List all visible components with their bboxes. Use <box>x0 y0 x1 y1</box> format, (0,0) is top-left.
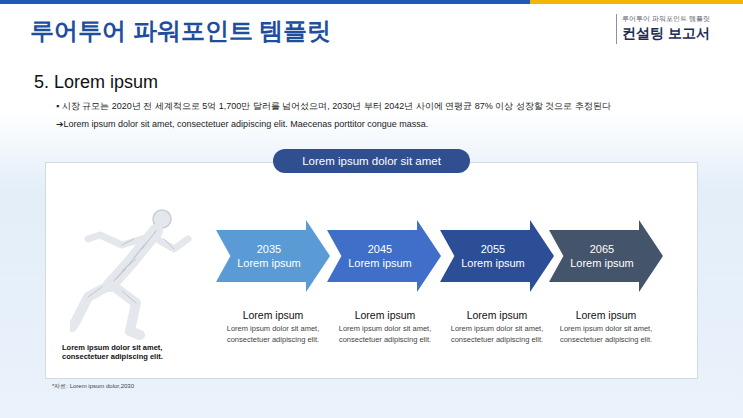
chevron-arrow: 2065Lorem ipsum <box>549 220 663 292</box>
header-small-text: 루어투어 파워포인트 템플릿 <box>622 15 737 24</box>
node-label: Lorem ipsum dolor sit amet <box>302 154 441 169</box>
node-text: 2035Lorem ipsum <box>231 242 315 271</box>
chevron-fill <box>440 220 554 292</box>
column-heading: Lorem ipsum <box>330 308 440 323</box>
chevron-fill <box>216 220 330 292</box>
runner-caption: Lorem ipsum dolor sit amet, consectetuer… <box>62 343 192 362</box>
column-body: Lorem ipsum dolor sit amet, consectetuer… <box>442 324 552 345</box>
column-heading: Lorem ipsum <box>218 308 328 323</box>
chevron-arrow: 2035Lorem ipsum <box>216 220 330 292</box>
chevron-shape <box>327 220 441 292</box>
column-heading: Lorem ipsum <box>442 308 552 323</box>
chevron-fill <box>549 220 663 292</box>
node-text: Lorem ipsum dolor sit amet <box>302 154 441 169</box>
page-title: 루어투어 파워포인트 템플릿 <box>30 16 331 46</box>
chevron-fill <box>327 220 441 292</box>
chevron-arrow: 2045Lorem ipsum <box>327 220 441 292</box>
column-body: Lorem ipsum dolor sit amet, consectetuer… <box>551 324 661 345</box>
column-heading: Lorem ipsum <box>551 308 661 323</box>
runner-illustration <box>70 205 205 340</box>
section-heading: 5. Lorem ipsum <box>34 71 234 94</box>
title-pill: Lorem ipsum dolor sit amet <box>273 149 470 173</box>
header-separator <box>616 14 617 44</box>
top-stripe <box>0 0 530 4</box>
top-stripe-accent <box>530 0 743 4</box>
year-text: 2065 <box>570 242 634 256</box>
chevron-shape <box>440 220 554 292</box>
arrow-note: ➔Lorem ipsum dolor sit amet, consectetue… <box>56 119 716 130</box>
year-text: 2035 <box>237 242 301 256</box>
chevron-arrow: 2055Lorem ipsum <box>440 220 554 292</box>
year-text: 2045 <box>348 242 412 256</box>
header-subtitle: 컨설팅 보고서 <box>622 25 740 43</box>
chevron-shape <box>216 220 330 292</box>
node-text: 2055Lorem ipsum <box>455 242 539 271</box>
chevron-shape <box>549 220 663 292</box>
node-label: Lorem ipsum <box>570 256 634 270</box>
year-text: 2055 <box>461 242 525 256</box>
node-label: Lorem ipsum <box>348 256 412 270</box>
node-label: Lorem ipsum <box>237 256 301 270</box>
node-text: 2065Lorem ipsum <box>564 242 648 271</box>
footnote: *자료: Lorem ipsum dolor,2030 <box>52 383 352 391</box>
node-text: 2045Lorem ipsum <box>342 242 426 271</box>
column-body: Lorem ipsum dolor sit amet, consectetuer… <box>330 324 440 345</box>
bullet-text: ▪ 시장 규모는 2020년 전 세계적으로 5억 1,700만 달러를 넘어섰… <box>56 101 716 112</box>
column-body: Lorem ipsum dolor sit amet, consectetuer… <box>218 324 328 345</box>
node-label: Lorem ipsum <box>461 256 525 270</box>
